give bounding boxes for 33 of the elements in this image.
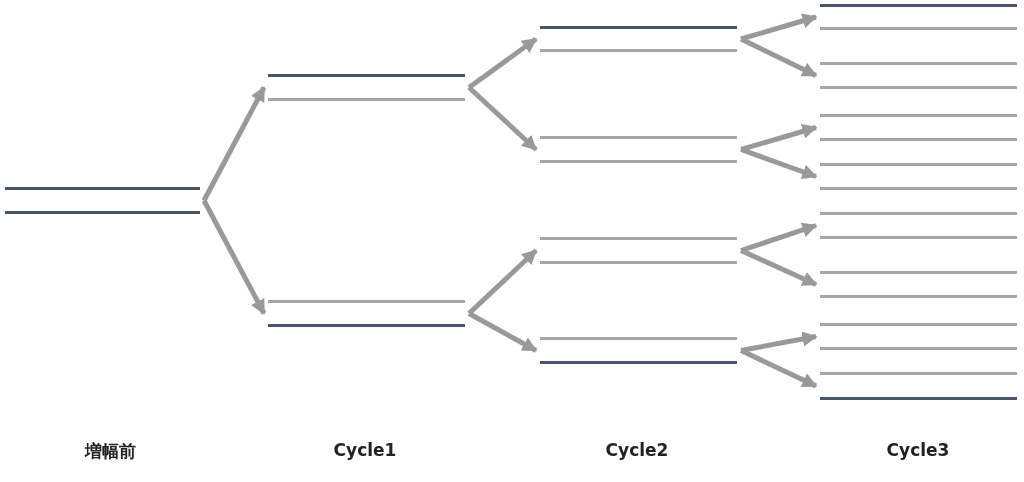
double-strand-drawing xyxy=(540,26,737,52)
arrow xyxy=(201,199,267,315)
double-strand-drawing xyxy=(820,4,1017,30)
double-strand-drawing xyxy=(820,212,1017,239)
arrow xyxy=(739,348,818,389)
arrow xyxy=(740,222,818,253)
double-strand-drawing xyxy=(540,237,737,264)
arrow xyxy=(201,86,267,202)
arrow xyxy=(739,248,818,287)
cycle-label: Cycle1 xyxy=(333,440,397,460)
double-strand-drawing xyxy=(820,271,1017,298)
arrow xyxy=(467,85,538,152)
cycle-label: Cycle2 xyxy=(605,440,669,460)
double-strand-drawing xyxy=(540,136,737,163)
double-strand-drawing xyxy=(268,74,465,101)
double-strand-drawing xyxy=(540,337,737,364)
arrow xyxy=(740,331,818,353)
cycle-label: 増幅前 xyxy=(84,440,136,463)
double-strand-drawing xyxy=(268,300,465,327)
double-strand-drawing xyxy=(820,372,1017,400)
double-strand-drawing xyxy=(5,187,200,214)
arrow xyxy=(740,124,818,152)
double-strand-drawing xyxy=(820,163,1017,190)
arrow xyxy=(739,36,818,78)
cycle-label: Cycle3 xyxy=(886,440,950,460)
double-strand-drawing xyxy=(820,114,1017,141)
arrow xyxy=(467,248,538,316)
double-strand-drawing xyxy=(820,62,1017,89)
double-strand-drawing xyxy=(820,323,1017,350)
arrow xyxy=(467,36,538,90)
arrow xyxy=(740,147,818,179)
arrow xyxy=(740,13,818,42)
arrow xyxy=(467,311,538,353)
